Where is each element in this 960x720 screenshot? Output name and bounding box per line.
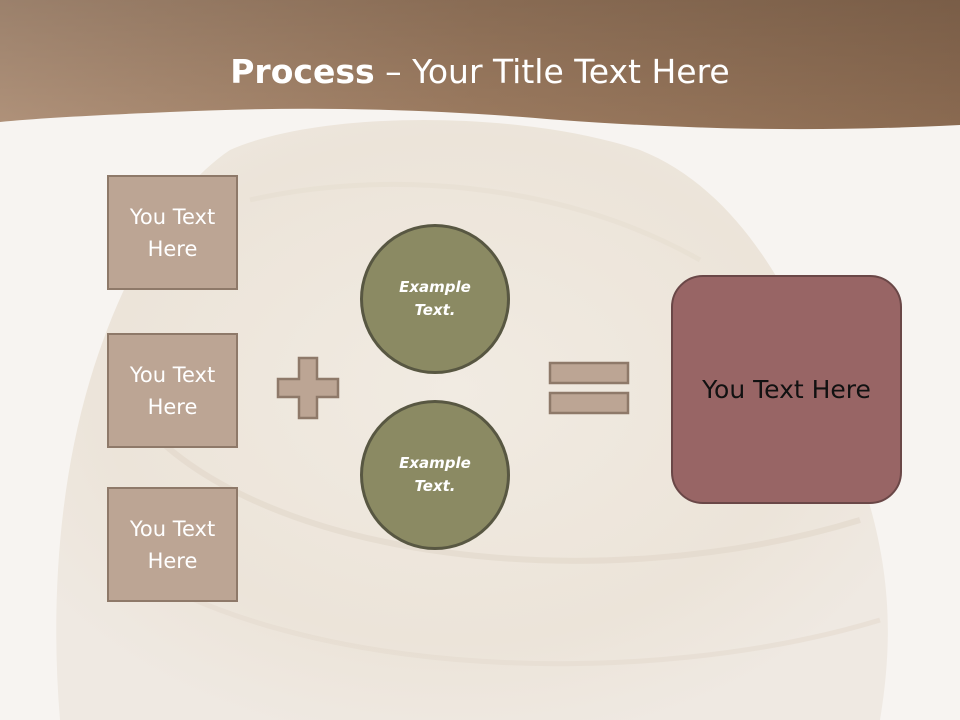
equals-icon <box>548 361 630 415</box>
plus-icon <box>276 356 340 420</box>
slide-title: Process – Your Title Text Here <box>0 52 960 91</box>
text-box-2-label: You Text Here <box>129 362 216 419</box>
text-box-3[interactable]: You Text Here <box>107 487 238 602</box>
text-box-2[interactable]: You Text Here <box>107 333 238 448</box>
title-rest: – Your Title Text Here <box>374 52 730 91</box>
example-circle-2[interactable]: Example Text. <box>360 400 510 550</box>
text-box-1[interactable]: You Text Here <box>107 175 238 290</box>
example-circle-2-label: Example Text. <box>399 454 471 495</box>
title-bold: Process <box>230 52 375 91</box>
result-box-label: You Text Here <box>702 375 871 404</box>
text-box-3-label: You Text Here <box>129 516 216 573</box>
example-circle-1[interactable]: Example Text. <box>360 224 510 374</box>
text-box-1-label: You Text Here <box>129 204 216 261</box>
result-box[interactable]: You Text Here <box>671 275 902 504</box>
example-circle-1-label: Example Text. <box>399 278 471 319</box>
